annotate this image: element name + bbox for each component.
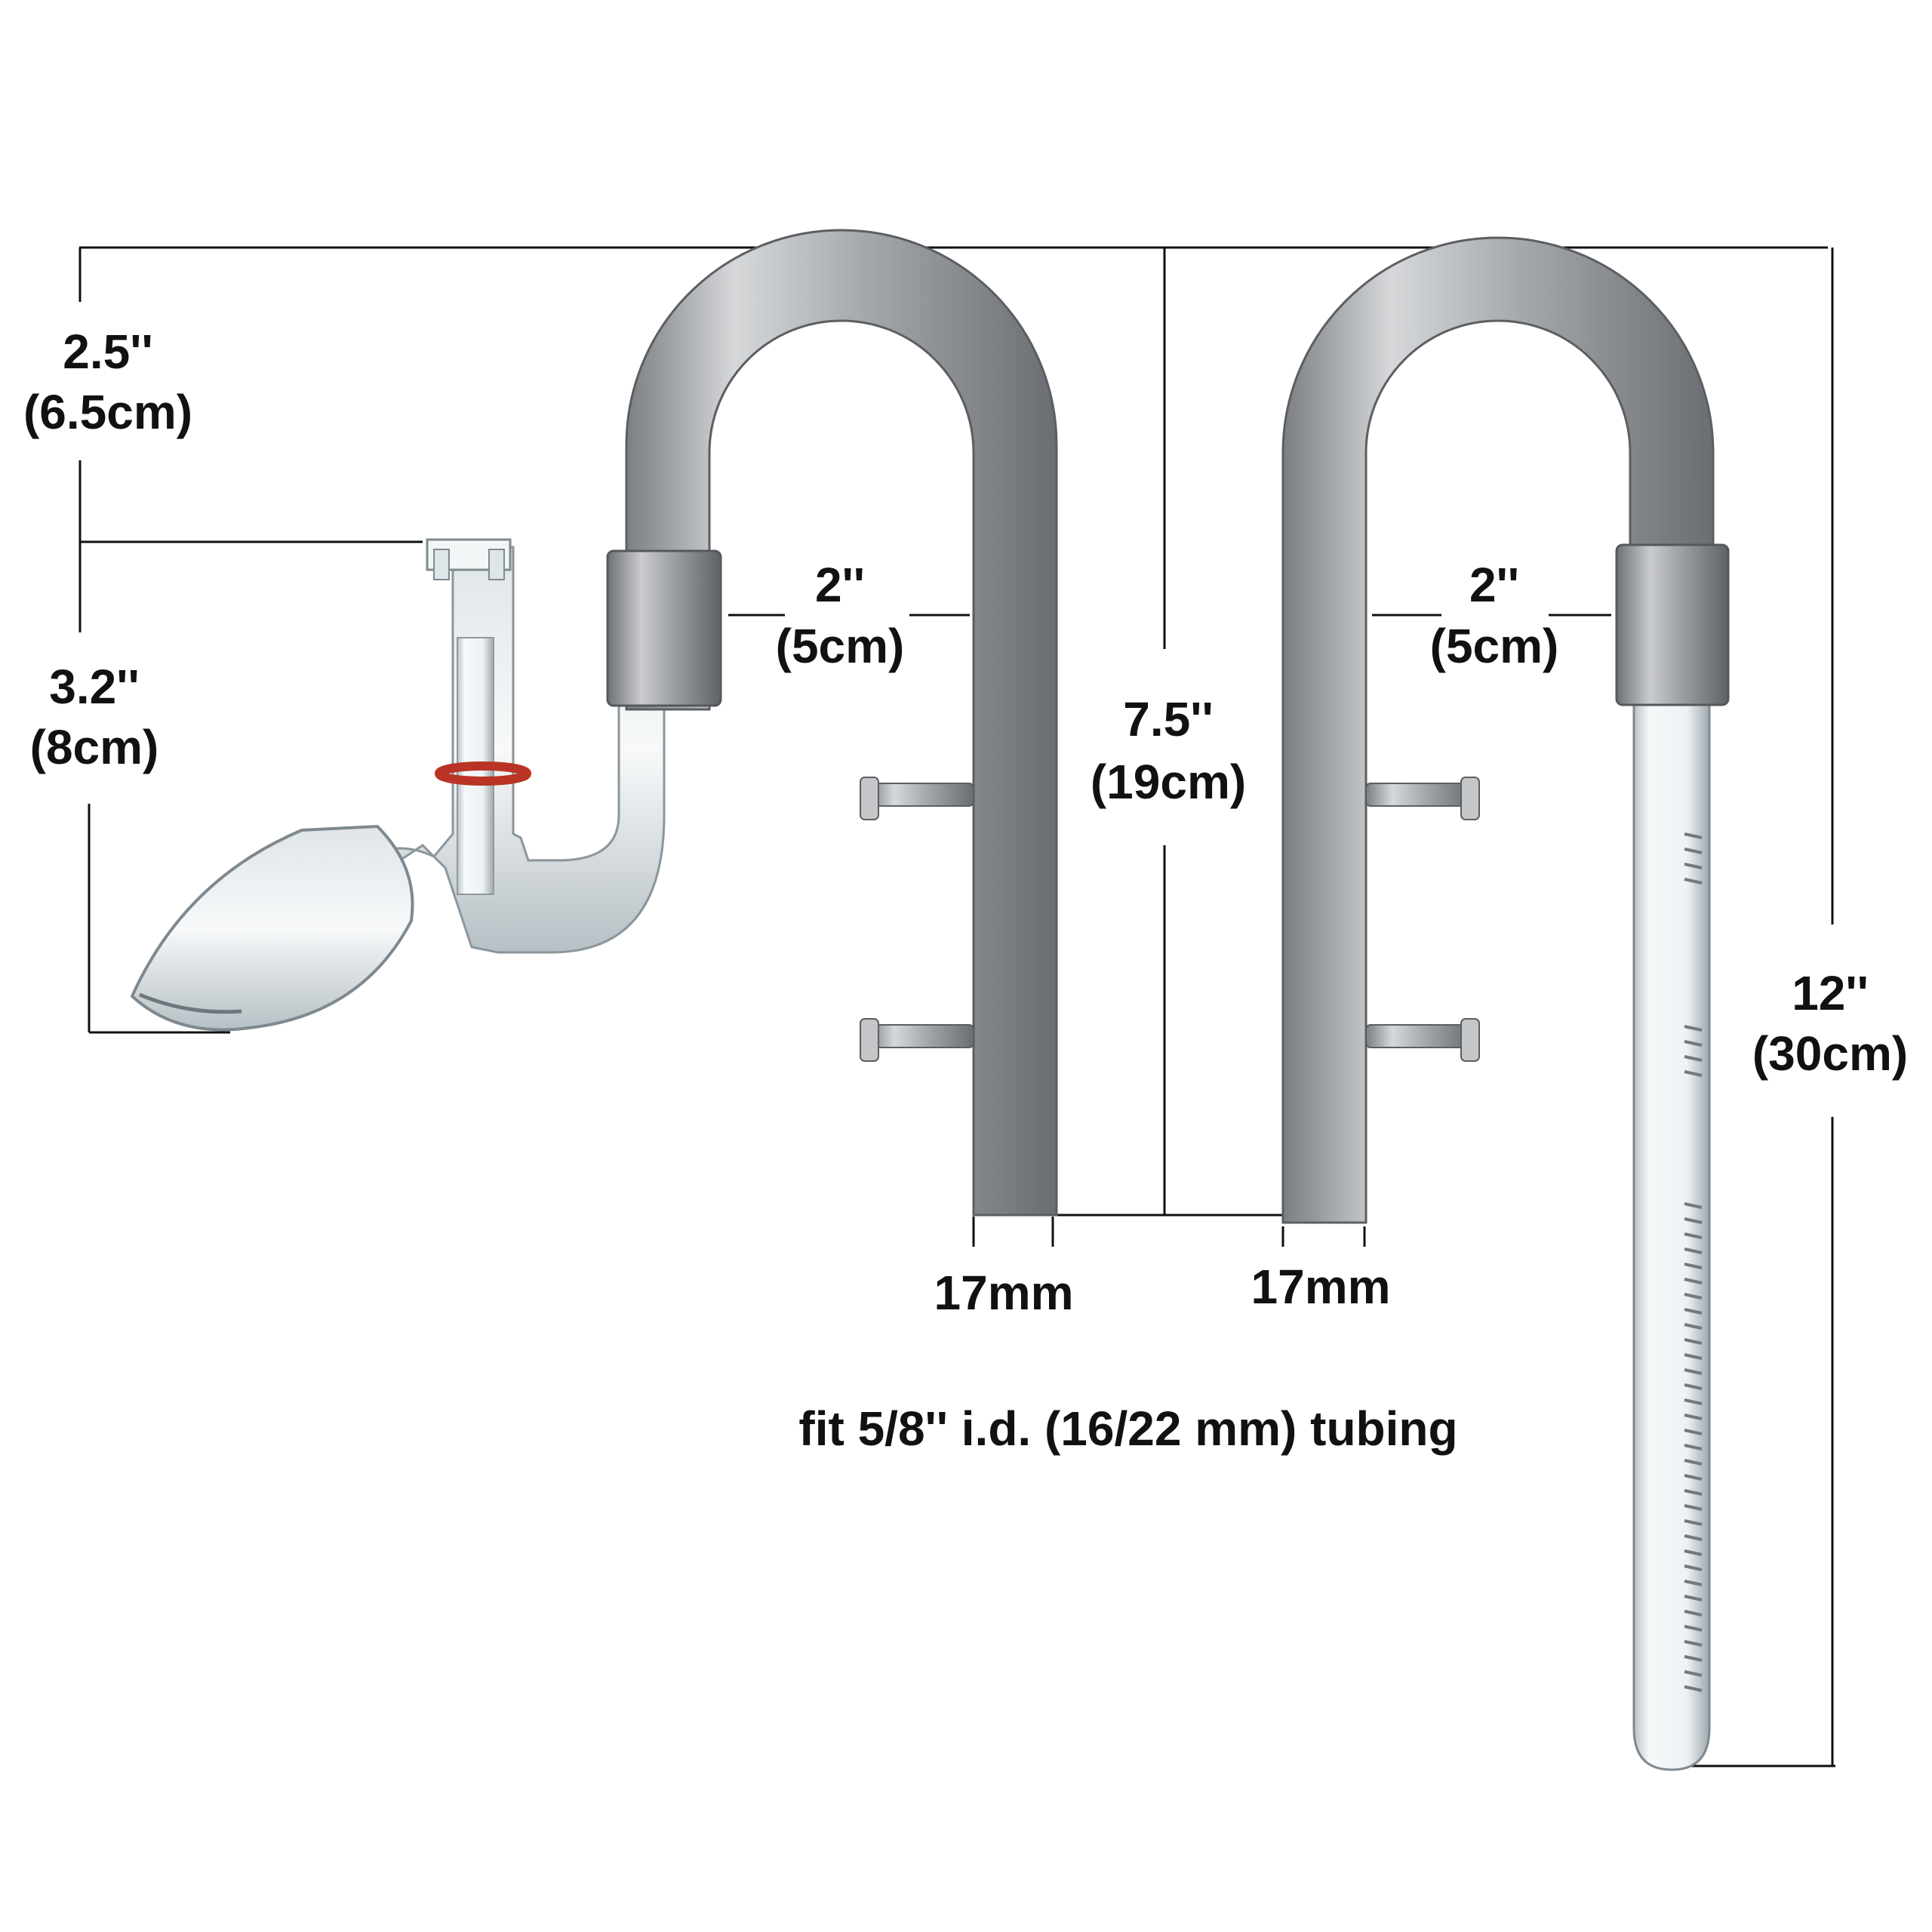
tubing-compatibility-note: fit 5/8'' i.d. (16/22 mm) tubing	[798, 1401, 1457, 1456]
glass-height-inches: 12''	[1792, 966, 1869, 1020]
outflow-reach-cm: (5cm)	[1430, 619, 1559, 673]
inflow-diameter-label: 17mm	[934, 1266, 1074, 1320]
glass-surface-skimmer	[1615, 543, 1730, 1771]
pipe-height-cm: (19cm)	[1091, 755, 1246, 809]
lily-width-cm: (6.5cm)	[23, 385, 192, 439]
pipe-height-inches: 7.5''	[1123, 692, 1213, 746]
outflow-reach-inches: 2''	[1469, 558, 1519, 612]
lily-width-inches: 2.5''	[63, 325, 152, 379]
stainless-inflow-pipe	[606, 229, 1058, 1217]
inflow-reach-cm: (5cm)	[776, 619, 905, 673]
glass-height-cm: (30cm)	[1752, 1026, 1908, 1081]
inflow-reach-inches: 2''	[815, 558, 865, 612]
dimension-lines	[78, 246, 1835, 1767]
intake-slots	[1684, 832, 1703, 1692]
outflow-diameter-label: 17mm	[1251, 1260, 1391, 1314]
lily-height-inches: 3.2''	[49, 660, 139, 714]
lily-height-cm: (8cm)	[30, 720, 159, 774]
glass-lily-inflow	[130, 538, 666, 1032]
stainless-outflow-pipe	[1281, 236, 1715, 1224]
